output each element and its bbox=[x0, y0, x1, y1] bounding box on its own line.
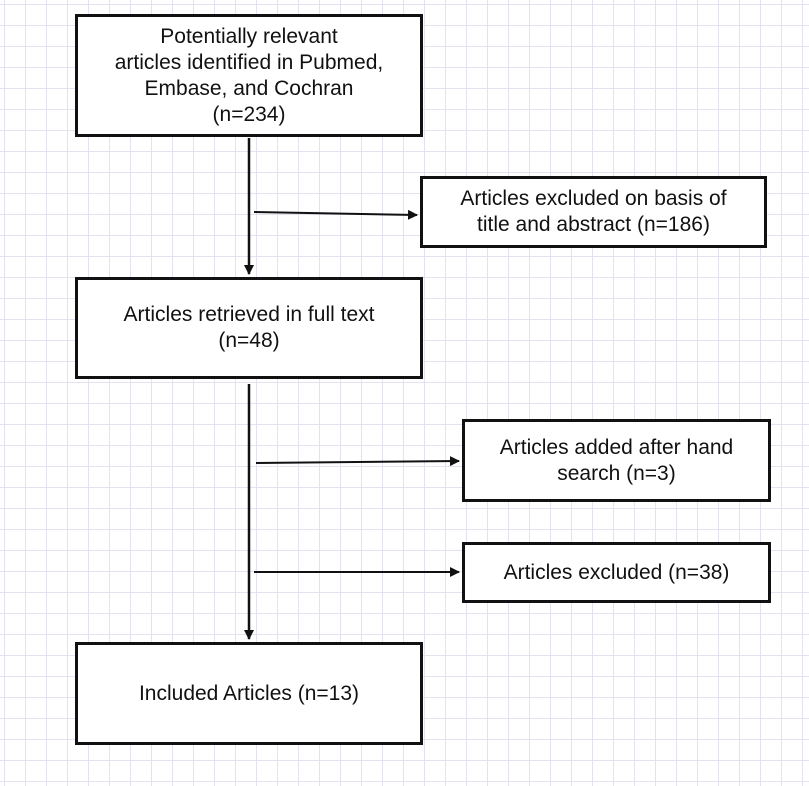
box-identified-line-4: (n=234) bbox=[212, 102, 286, 126]
box-included-articles: Included Articles (n=13) bbox=[75, 642, 423, 745]
box-included-line-1: Included Articles (n=13) bbox=[138, 681, 360, 705]
box-identified-articles: Potentially relevant articles identified… bbox=[75, 14, 423, 137]
box-identified-line-3: Embase, and Cochran bbox=[144, 76, 354, 100]
box-identified-line-2: articles identified in Pubmed, bbox=[114, 50, 384, 74]
box-identified-line-1: Potentially relevant bbox=[160, 24, 338, 48]
arrow-to-excluded-title-abstract bbox=[253, 209, 418, 220]
box-excluded-title-abstract-line-2: title and abstract (n=186) bbox=[477, 213, 710, 236]
box-excluded: Articles excluded (n=38) bbox=[462, 542, 771, 603]
box-retrieved-full-text: Articles retrieved in full text (n=48) bbox=[75, 277, 423, 379]
box-retrieved-line-1: Articles retrieved in full text bbox=[123, 303, 375, 326]
box-excluded-title-abstract-line-1: Articles excluded on basis of bbox=[460, 187, 727, 210]
box-excluded-line-1: Articles excluded (n=38) bbox=[503, 560, 730, 584]
box-excluded-title-abstract: Articles excluded on basis of title and … bbox=[420, 176, 767, 248]
box-added-line-1: Articles added after hand bbox=[499, 435, 734, 459]
box-retrieved-line-2: (n=48) bbox=[218, 329, 280, 352]
box-added-hand-search: Articles added after hand search (n=3) bbox=[462, 419, 771, 502]
box-added-line-2: search (n=3) bbox=[557, 461, 676, 485]
arrow-to-added-hand-search bbox=[255, 456, 460, 467]
